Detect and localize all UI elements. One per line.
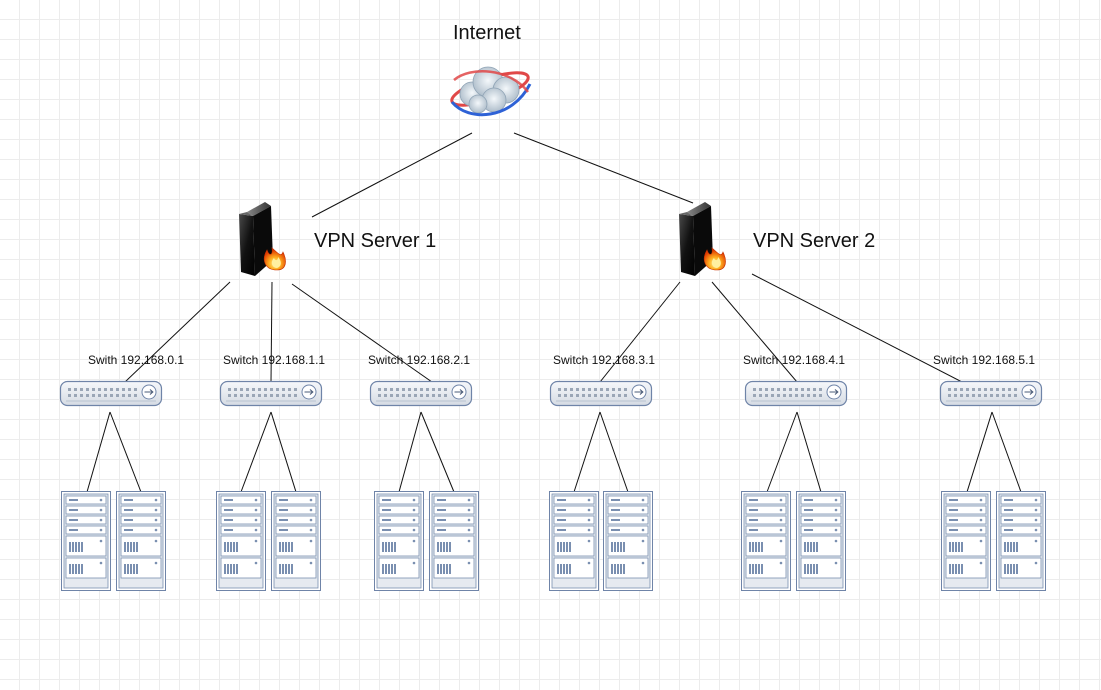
- switch-2-icon[interactable]: [219, 380, 323, 407]
- link-internet-vpn1: [311, 132, 473, 218]
- link-vpn2-switch6: [751, 273, 963, 383]
- link-switch2-rack2a: [240, 411, 272, 493]
- link-switch5-rack5b: [796, 411, 822, 493]
- link-switch1-rack1b: [109, 411, 142, 493]
- server-rack-icon[interactable]: [216, 491, 266, 591]
- vpn-server-1-label: VPN Server 1: [314, 230, 437, 252]
- server-rack-icon[interactable]: [271, 491, 321, 591]
- connections: [86, 132, 1022, 493]
- link-vpn2-switch4: [599, 281, 681, 383]
- internet-cloud-icon[interactable]: [447, 64, 533, 117]
- link-switch3-rack3b: [420, 411, 455, 493]
- vpn-server-2-icon[interactable]: [678, 201, 726, 277]
- link-switch5-rack5a: [766, 411, 798, 493]
- vpn-server-1-icon[interactable]: [238, 201, 286, 277]
- link-vpn1-switch1: [124, 281, 231, 383]
- switch-1-icon[interactable]: [59, 380, 163, 407]
- server-rack-icon[interactable]: [941, 491, 991, 591]
- server-rack-icon[interactable]: [796, 491, 846, 591]
- link-internet-vpn2: [513, 132, 694, 204]
- link-switch6-rack6a: [966, 411, 993, 493]
- server-rack-icon[interactable]: [429, 491, 479, 591]
- switch-4-label: Switch 192.168.3.1: [553, 353, 656, 367]
- server-rack-icon[interactable]: [116, 491, 166, 591]
- link-switch1-rack1a: [86, 411, 111, 493]
- link-switch4-rack4a: [573, 411, 601, 493]
- switch-3-label: Switch 192.168.2.1: [368, 353, 471, 367]
- link-switch4-rack4b: [599, 411, 629, 493]
- switch-3-icon[interactable]: [369, 380, 473, 407]
- link-vpn1-switch2: [270, 281, 273, 383]
- server-rack-icon[interactable]: [549, 491, 599, 591]
- server-rack-icon[interactable]: [741, 491, 791, 591]
- server-rack-icon[interactable]: [603, 491, 653, 591]
- link-vpn1-switch3: [291, 283, 433, 383]
- switch-2-label: Switch 192.168.1.1: [223, 353, 326, 367]
- switch-1-label: Swith 192.168.0.1: [88, 353, 185, 367]
- server-rack-icon[interactable]: [374, 491, 424, 591]
- link-switch3-rack3a: [398, 411, 422, 493]
- server-rack-icon[interactable]: [996, 491, 1046, 591]
- switch-4-icon[interactable]: [549, 380, 653, 407]
- switch-6-icon[interactable]: [939, 380, 1043, 407]
- switch-6-label: Switch 192.168.5.1: [933, 353, 1036, 367]
- link-switch6-rack6b: [991, 411, 1022, 493]
- internet-label: Internet: [453, 22, 521, 44]
- vpn-server-2-label: VPN Server 2: [753, 230, 876, 252]
- switch-5-label: Switch 192.168.4.1: [743, 353, 846, 367]
- link-vpn2-switch5: [711, 281, 798, 383]
- server-rack-icon[interactable]: [61, 491, 111, 591]
- switch-5-icon[interactable]: [744, 380, 848, 407]
- link-switch2-rack2b: [270, 411, 297, 493]
